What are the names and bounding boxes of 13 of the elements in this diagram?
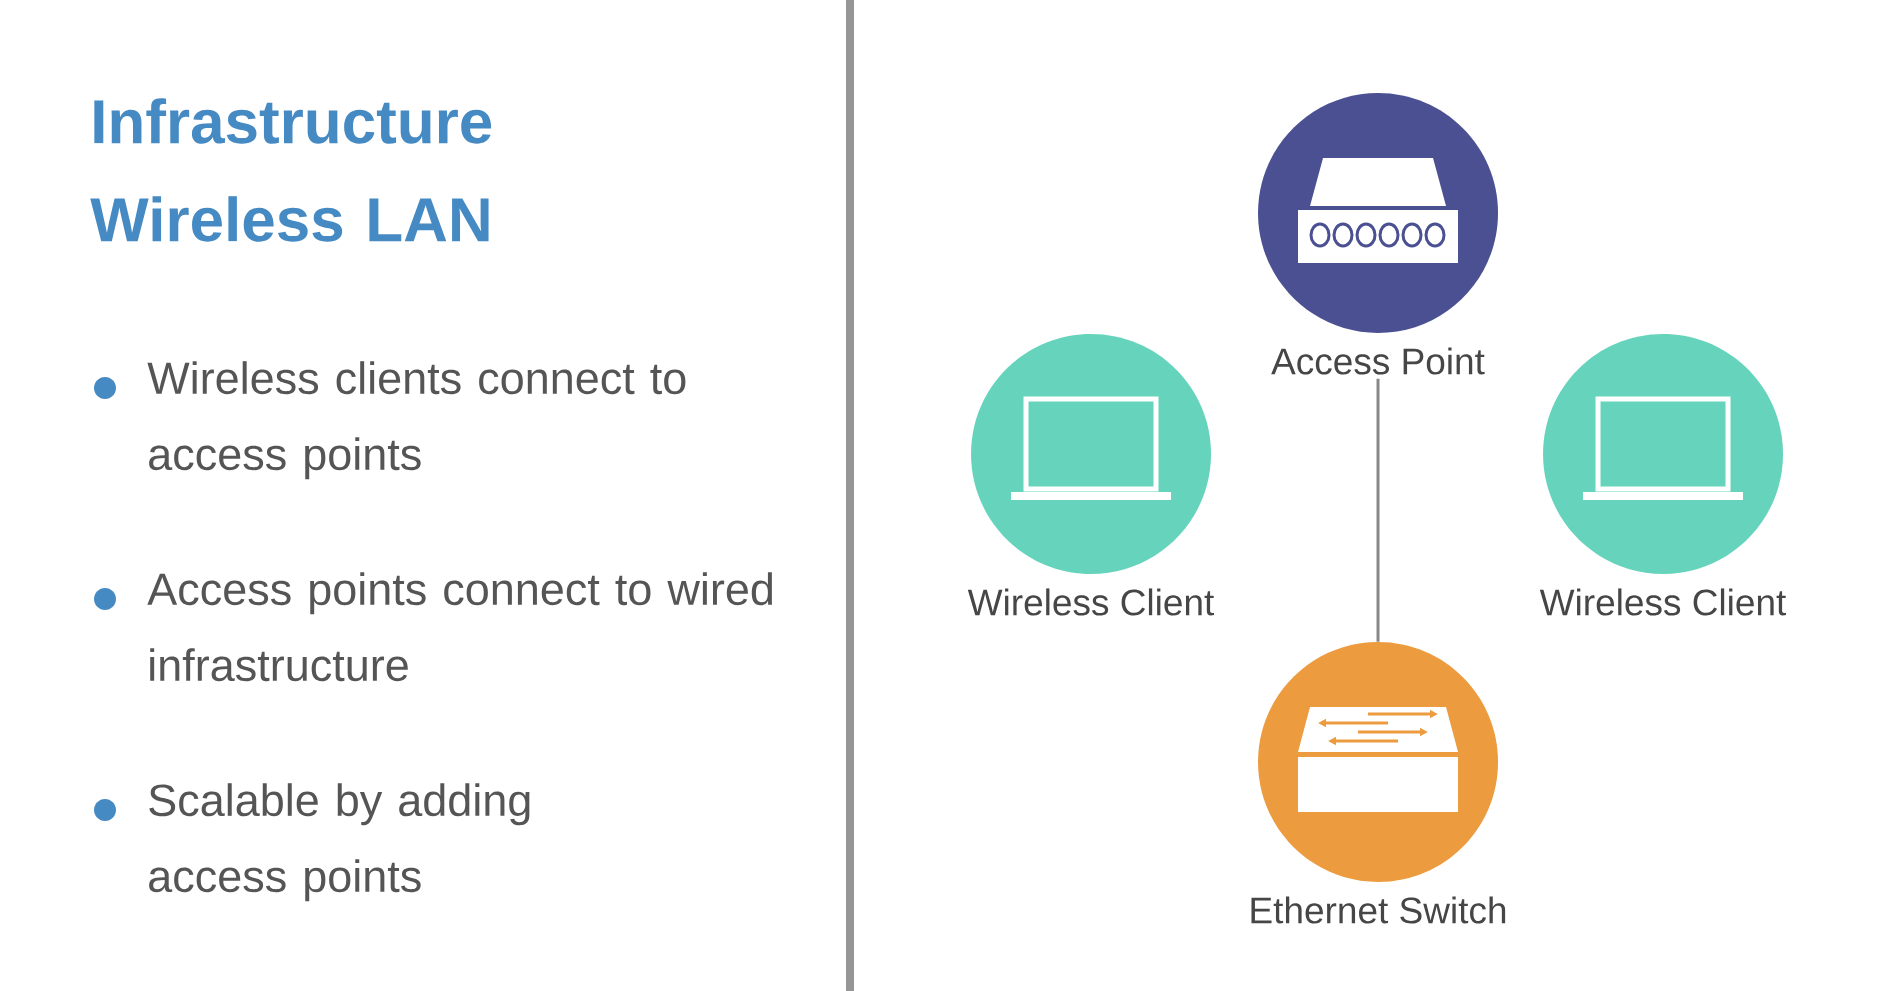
device-circle xyxy=(1258,93,1498,375)
bullet-text: Access points connect to wired infrastructure xyxy=(147,572,772,682)
device-circle xyxy=(1539,334,1786,616)
node-label: Wireless Client xyxy=(1539,588,1786,616)
connector-line xyxy=(1376,378,1380,642)
node-label: Access Point xyxy=(1271,347,1485,375)
bullet-text: Scalable by adding access points xyxy=(149,783,530,902)
node-label: Ethernet Switch xyxy=(1251,896,1506,924)
bullet-text: Wireless clients connect to access points xyxy=(147,361,686,480)
device-circle xyxy=(967,334,1214,616)
device-circle xyxy=(1251,642,1506,924)
node-label: Wireless Client xyxy=(967,588,1214,616)
title: Infrastructure Wireless LAN xyxy=(90,98,492,242)
